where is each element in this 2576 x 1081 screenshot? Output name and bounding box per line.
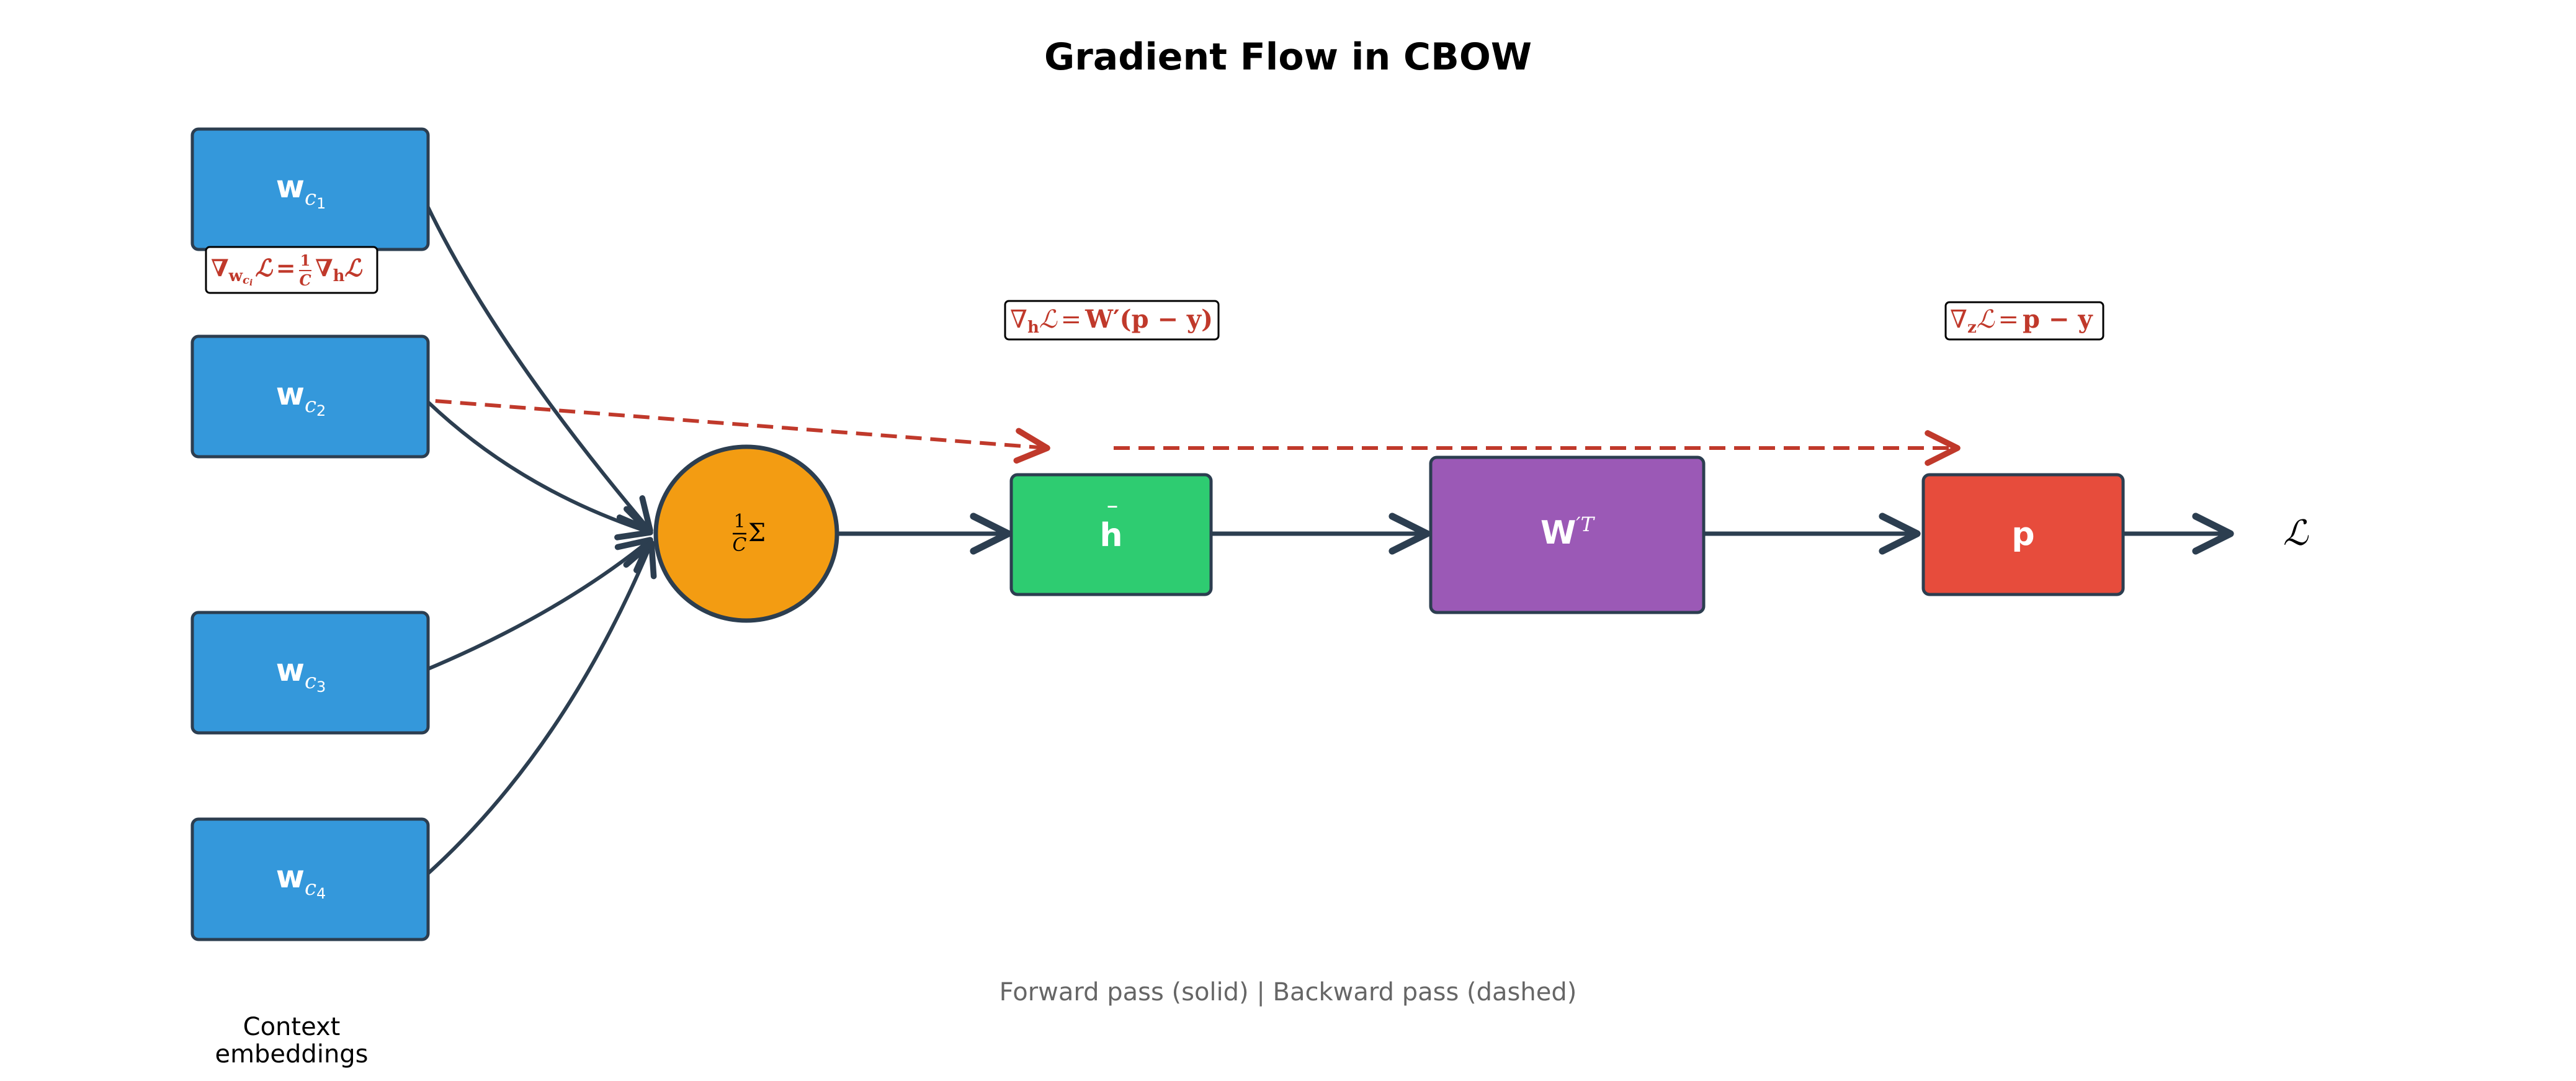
loss-symbol: ℒ	[2283, 513, 2309, 554]
hidden-grad-loss: ℒ	[1039, 305, 1058, 334]
gradient-label-logits: ∇zℒ=p − y	[1944, 301, 2104, 341]
context-node-1-index: 1	[316, 195, 326, 212]
context-node-1-subscript: c	[305, 186, 316, 210]
context-grad-loss: ℒ	[255, 254, 273, 282]
weight-node-symbol: W	[1541, 514, 1576, 552]
context-grad-wrt-sub: c	[243, 274, 249, 287]
svg-text:∇wciℒ=: ∇wciℒ=	[211, 254, 296, 288]
backward-arrow-to-hidden	[385, 395, 1050, 464]
context-node-3-index: 3	[316, 678, 326, 696]
context-node-3-subscript: c	[305, 669, 316, 694]
context-node-2-index: 2	[316, 402, 326, 419]
forward-arrow-c3-to-average	[424, 537, 653, 672]
context-node-3-symbol: w	[276, 652, 305, 688]
context-caption-line-2: embeddings	[215, 1040, 368, 1069]
weight-node-superscript: ′T	[1576, 513, 1595, 536]
context-node-2-symbol: w	[276, 376, 305, 412]
forward-arrow-c1-to-average	[420, 193, 653, 534]
logits-grad-nabla: ∇	[1950, 305, 1967, 334]
context-node-4-subscript: c	[305, 876, 316, 900]
context-node-4-symbol: w	[276, 859, 305, 895]
logits-grad-wrt: z	[1967, 318, 1977, 337]
hidden-grad-nabla: ∇	[1010, 305, 1027, 334]
context-node-2: wc2	[190, 334, 430, 459]
gradient-label-hidden: ∇hℒ=W′(p − y)	[1004, 300, 1220, 341]
diagram-title: Gradient Flow in CBOW	[1044, 35, 1532, 79]
hidden-grad-equals: =	[1061, 305, 1082, 334]
svg-text:wc1: wc1	[276, 169, 326, 212]
forward-arrow-c2-to-average	[426, 400, 653, 540]
output-node: p	[1921, 473, 2125, 596]
context-node-1-symbol: w	[276, 169, 305, 205]
forward-arrows	[420, 193, 2234, 878]
average-frac-num: 1	[733, 511, 745, 532]
svg-text:wc3: wc3	[276, 652, 326, 696]
hidden-grad-wrt: h	[1027, 318, 1039, 337]
average-node: 1 C Σ	[653, 444, 839, 623]
hidden-node: h ‾	[1009, 473, 1213, 596]
average-sum-operator: Σ	[748, 519, 766, 547]
context-grad-frac-den: C	[299, 271, 311, 289]
output-node-symbol: p	[2011, 516, 2034, 553]
context-grad-rhs-wrt: h	[333, 267, 345, 285]
forward-arrow-c4-to-average	[423, 540, 657, 878]
context-grad-rhs-loss: ℒ	[345, 254, 363, 282]
context-grad-wrt: w	[228, 267, 243, 285]
hidden-grad-rhs: W′(p − y)	[1085, 305, 1213, 334]
weight-node: W′T	[1429, 455, 1706, 614]
logits-grad-loss: ℒ	[1977, 305, 1995, 334]
context-node-4-index: 4	[316, 885, 326, 902]
context-node-2-subscript: c	[305, 393, 316, 418]
svg-text:∇hℒ=W′(p − y): ∇hℒ=W′(p − y)	[1010, 305, 1213, 337]
forward-backward-legend-caption: Forward pass (solid) | Backward pass (da…	[1000, 978, 1577, 1007]
context-grad-wrt-subsub: i	[249, 278, 253, 288]
average-frac-den: C	[733, 534, 747, 556]
backward-arrows	[385, 395, 1961, 466]
svg-text:∇hℒ: ∇hℒ	[315, 254, 363, 285]
context-caption-line-1: Context	[243, 1013, 341, 1041]
context-grad-frac-num: 1	[300, 251, 311, 269]
logits-grad-rhs: p − y	[2023, 305, 2093, 334]
svg-text:∇zℒ=p − y: ∇zℒ=p − y	[1950, 305, 2093, 337]
svg-text:wc2: wc2	[276, 376, 326, 419]
context-grad-rhs-nabla: ∇	[315, 254, 333, 282]
hidden-node-symbol: h	[1099, 517, 1122, 554]
context-grad-equals: =	[276, 254, 296, 282]
hidden-node-accent: ‾	[1108, 503, 1117, 525]
context-node-4: wc4	[190, 817, 430, 941]
logits-grad-equals: =	[1998, 305, 2019, 334]
context-grad-nabla: ∇	[211, 254, 229, 282]
gradient-label-context: ∇wciℒ= 1 C ∇hℒ	[205, 246, 378, 294]
context-node-3: wc3	[190, 611, 430, 735]
svg-text:W′T: W′T	[1541, 513, 1596, 552]
context-node-1: wc1	[190, 127, 430, 251]
svg-text:wc4: wc4	[276, 859, 326, 902]
